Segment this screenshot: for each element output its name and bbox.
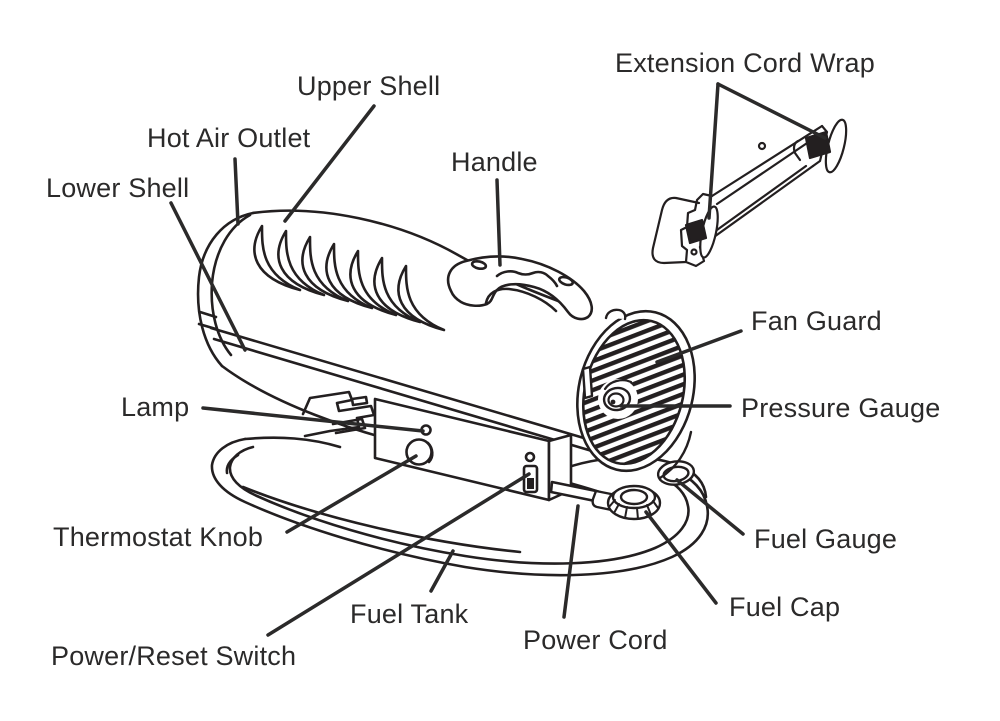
leader-upper-shell	[283, 104, 376, 223]
label-pressure-gauge: Pressure Gauge	[741, 393, 941, 423]
leader-handle	[495, 178, 502, 267]
cord-wrap-bracket-rear	[792, 118, 848, 174]
label-fuel-gauge: Fuel Gauge	[754, 524, 898, 554]
label-power-reset-switch: Power/Reset Switch	[51, 641, 297, 671]
pressure-gauge-shape	[598, 379, 638, 419]
leader-thermostat-knob	[285, 454, 418, 534]
leader-hot-air-outlet	[233, 157, 240, 226]
fuel-cap-shape	[591, 484, 662, 521]
hot-air-outlet-shape	[196, 211, 255, 368]
leader-power-reset-switch	[266, 472, 531, 637]
inset-heater	[651, 118, 848, 268]
label-hot-air-outlet: Hot Air Outlet	[147, 123, 311, 153]
leader-lower-shell	[169, 201, 247, 352]
control-box	[373, 397, 598, 503]
upper-shell-shape	[251, 209, 587, 313]
cord-wrap-bracket-front	[684, 205, 719, 259]
leader-extension-cord-wrap-front	[707, 82, 720, 220]
leader-fuel-tank	[429, 549, 455, 593]
label-thermostat-knob: Thermostat Knob	[53, 522, 264, 552]
heater-body	[196, 209, 608, 496]
leader-lamp	[201, 406, 425, 433]
label-handle: Handle	[451, 147, 538, 177]
leader-lines	[169, 82, 827, 637]
label-power-cord: Power Cord	[523, 625, 668, 655]
label-fuel-cap: Fuel Cap	[729, 592, 841, 622]
vent-ribs	[253, 224, 446, 332]
fan-guard-shape	[576, 308, 696, 480]
label-lamp: Lamp	[121, 392, 190, 422]
leader-fuel-cap	[644, 510, 718, 605]
label-extension-cord-wrap: Extension Cord Wrap	[615, 48, 875, 78]
label-upper-shell: Upper Shell	[297, 71, 441, 101]
label-fan-guard: Fan Guard	[751, 306, 882, 336]
leader-fan-guard	[655, 329, 743, 364]
label-fuel-tank: Fuel Tank	[350, 599, 469, 629]
leader-extension-cord-wrap-rear	[716, 82, 827, 140]
leader-power-cord	[562, 504, 580, 619]
leader-fuel-gauge	[675, 478, 745, 536]
label-lower-shell: Lower Shell	[46, 173, 190, 203]
handle-shape	[446, 255, 594, 321]
